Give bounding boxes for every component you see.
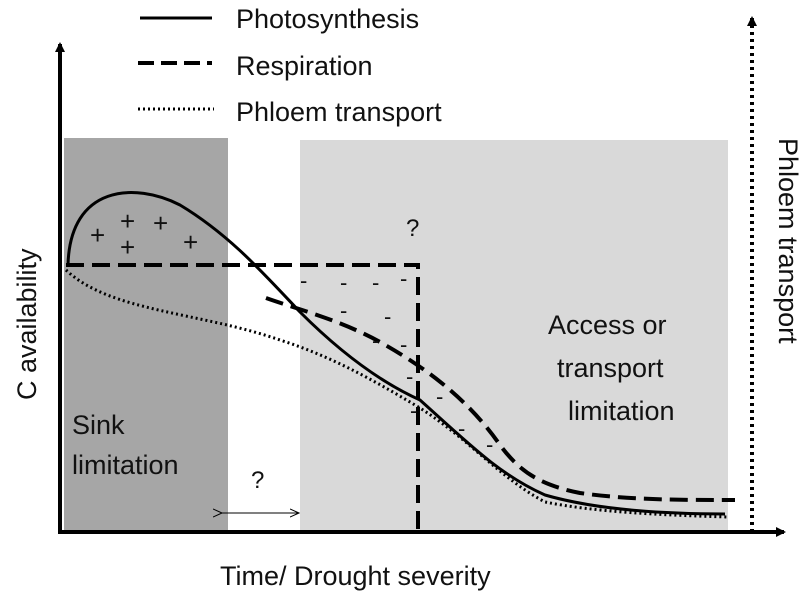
access-limitation-label-line2: transport (557, 353, 664, 383)
minus-mark: - (458, 416, 465, 441)
legend-respiration-label: Respiration (236, 51, 373, 81)
legend: Photosynthesis Respiration Phloem transp… (138, 4, 442, 127)
plus-mark: + (90, 220, 105, 250)
minus-mark: - (410, 398, 417, 423)
access-limitation-label-line1: Access or (548, 310, 667, 340)
minus-mark: - (436, 384, 443, 409)
phloem-transport-curve (64, 268, 729, 519)
gap-question-mark: ? (251, 467, 264, 494)
respiration-curve (265, 296, 736, 502)
minus-mark: - (400, 266, 407, 291)
minus-mark: - (384, 304, 391, 329)
plus-mark: + (183, 227, 198, 257)
plus-mark: + (153, 208, 168, 238)
minus-mark: - (340, 270, 347, 295)
sink-limitation-label-line2: limitation (72, 450, 179, 480)
access-limitation-label-line3: limitation (568, 396, 675, 426)
deficit-minus-marks: - - - - - - - - - - - - - (300, 266, 493, 457)
surplus-plus-marks: + + + + + (90, 206, 198, 262)
sink-limitation-label-line1: Sink (72, 410, 125, 440)
minus-mark: - (406, 364, 413, 389)
minus-mark: - (400, 332, 407, 357)
y-axis-label: C availability (12, 248, 42, 400)
legend-phloem-label: Phloem transport (236, 97, 442, 127)
respiration-threshold-line (66, 263, 420, 530)
sink-limitation-region (64, 138, 228, 530)
minus-mark: - (372, 328, 379, 353)
access-limitation-region (300, 140, 728, 530)
plus-mark: + (120, 232, 135, 262)
photosynthesis-curve (66, 191, 726, 516)
minus-mark: - (486, 432, 493, 457)
phloem-axis-label: Phloem transport (773, 138, 803, 344)
minus-mark: - (372, 270, 379, 295)
minus-mark: - (340, 298, 347, 323)
minus-mark: - (300, 268, 307, 293)
x-axis-label: Time/ Drought severity (220, 561, 491, 591)
plus-mark: + (120, 206, 135, 236)
legend-photosynthesis-label: Photosynthesis (236, 4, 419, 34)
threshold-question-mark: ? (406, 215, 419, 242)
